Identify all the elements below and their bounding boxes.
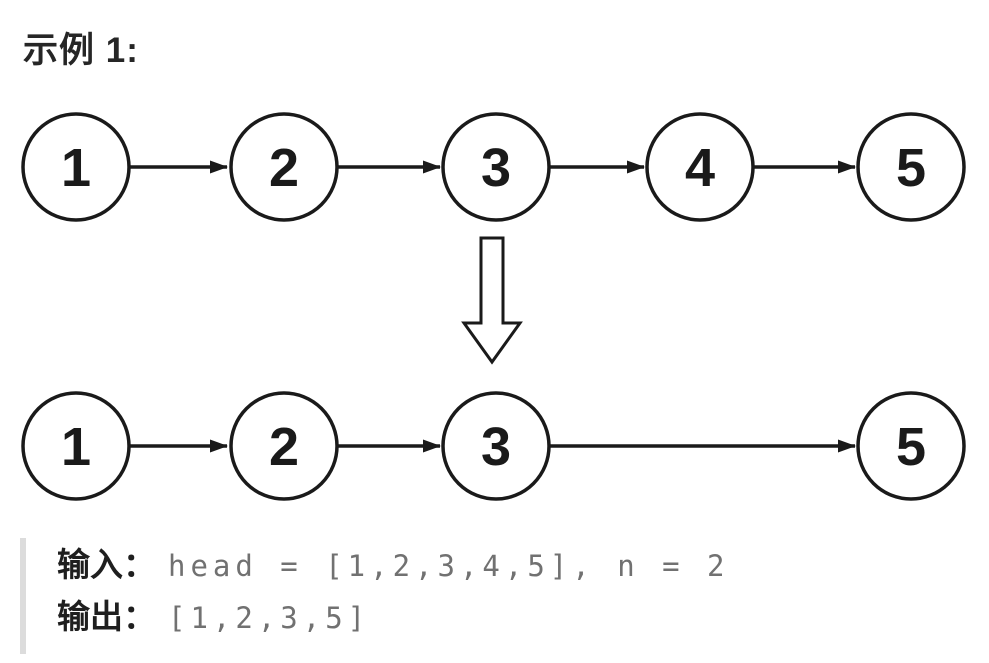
list-node-value: 5 [896,138,926,198]
list-node-value: 3 [481,138,511,198]
list-node-value: 5 [896,417,926,477]
output-label: 输出： [57,598,156,635]
list-node-circle [856,112,966,222]
linked-list-diagram: 1 2 3 4 5 1 2 3 5 [21,112,966,501]
highlighted-list-node-value: 4 [685,138,715,198]
list-node-value: 1 [61,138,91,198]
list-node-circle [21,391,131,501]
highlighted-list-node-circle [645,112,755,222]
input-label: 输入： [57,546,156,583]
example-io-block: 输入： head = [1,2,3,4,5], n = 2 输出： [1,2,3,5… [20,538,730,654]
list-node-circle [229,112,339,222]
list-node-value: 2 [269,138,299,198]
list-node-circle [441,391,551,501]
linked-list-before: 1 2 3 4 5 [21,112,966,222]
list-node-value: 2 [269,417,299,477]
list-node-circle [21,112,131,222]
example-title: 示例 1: [23,31,139,70]
list-node-value: 3 [481,417,511,477]
list-node-circle [441,112,551,222]
output-value: [1,2,3,5] [168,601,371,635]
input-value: head = [1,2,3,4,5], n = 2 [168,549,730,583]
input-line: 输入： head = [1,2,3,4,5], n = 2 [57,542,730,594]
output-line: 输出： [1,2,3,5] [57,594,730,646]
list-node-value: 1 [61,417,91,477]
linked-list-after: 1 2 3 5 [21,391,966,501]
transform-down-arrow-icon [461,236,523,365]
list-node-circle [856,391,966,501]
list-node-circle [229,391,339,501]
